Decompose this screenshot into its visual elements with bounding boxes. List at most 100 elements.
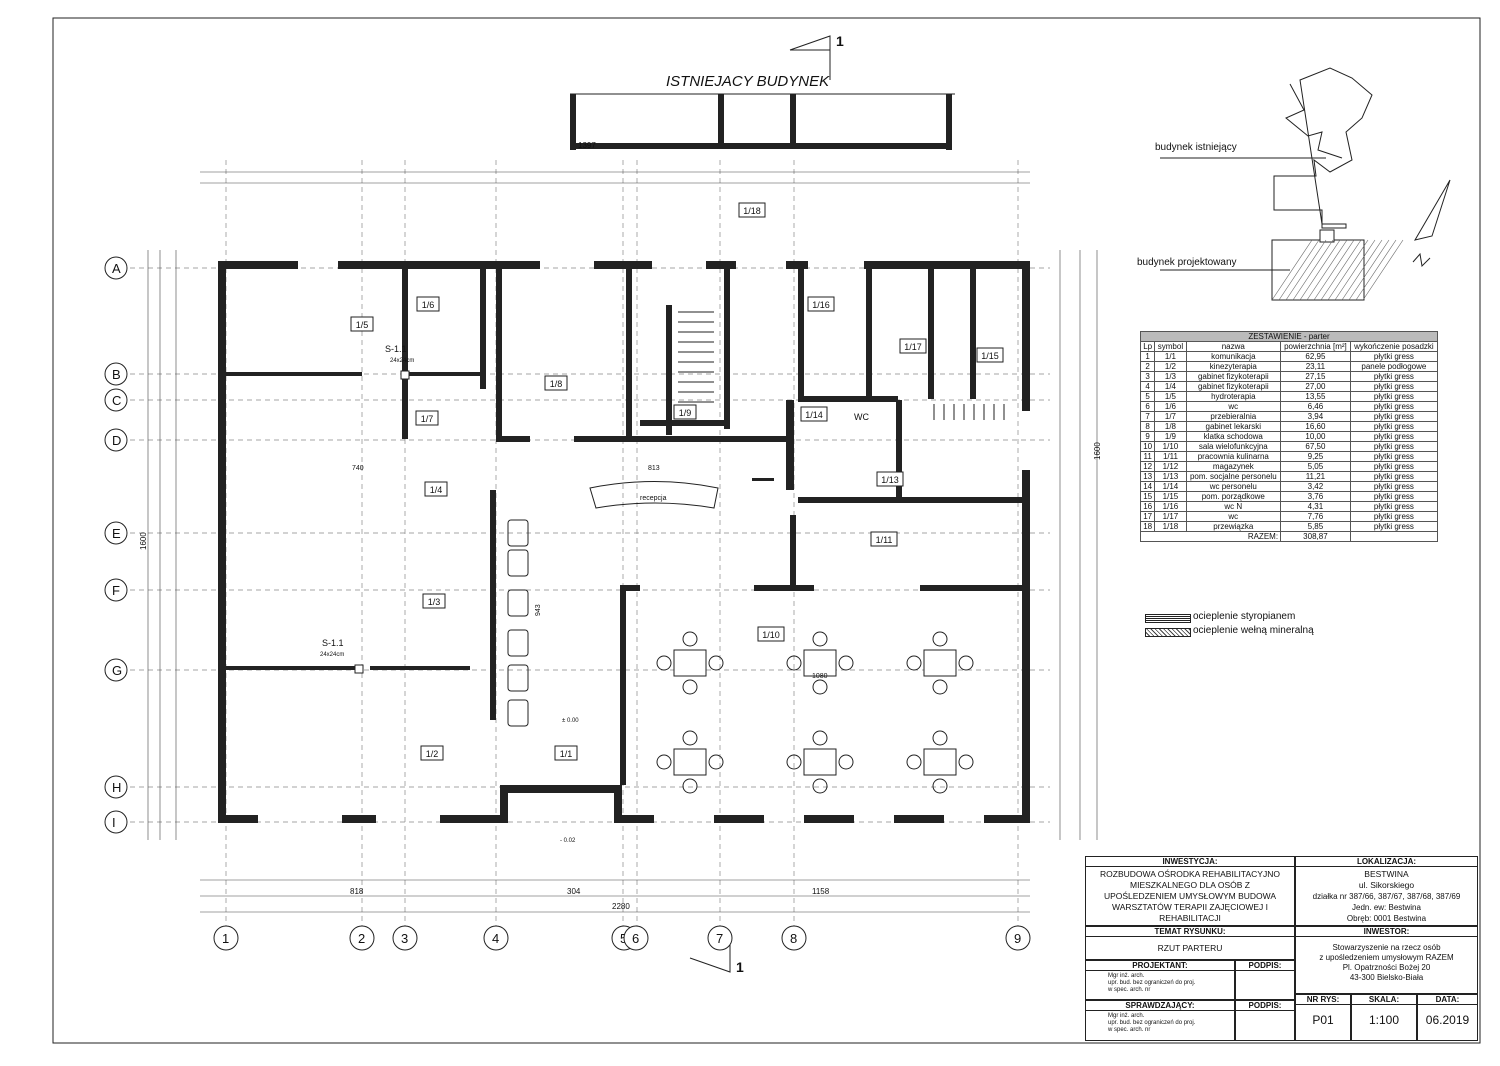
schedule-cell: płytki gress (1349, 481, 1439, 492)
axis-row-bubble (104, 388, 128, 412)
schedule-cell: 14 (1139, 481, 1156, 492)
schedule-cell: 1/12 (1154, 461, 1187, 472)
schedule-cell: 1/15 (1154, 491, 1187, 502)
waiting-seat (507, 549, 529, 577)
grid-lines (130, 160, 1050, 930)
schedule-cell: gabinet lekarski (1185, 421, 1282, 432)
svg-text:1158: 1158 (812, 887, 830, 896)
schedule-cell: 1/10 (1154, 441, 1187, 452)
room-tag: 1/2 (426, 749, 439, 759)
schedule-cell: 5,85 (1280, 521, 1351, 532)
schedule-cell: 8 (1139, 421, 1156, 432)
hall-table (673, 748, 707, 776)
svg-text:1600: 1600 (139, 532, 148, 550)
schedule-cell: 9 (1139, 431, 1156, 442)
axis-col-bubble (392, 925, 418, 951)
staircase (678, 311, 1005, 420)
reception-desk: recepcja (589, 481, 719, 509)
schedule-cell: płytki gress (1349, 461, 1439, 472)
hatch-line (1348, 239, 1390, 301)
key-plan: budynek istniejący budynek projektowany (1137, 67, 1451, 301)
level-mark-entry: - 0.02 (560, 838, 576, 844)
hatch-line (1362, 239, 1404, 301)
schedule-cell: 7 (1139, 411, 1156, 422)
hall-chair (656, 754, 672, 770)
svg-text:813: 813 (648, 465, 660, 472)
axis-row-label: D (112, 433, 121, 448)
schedule-cell: 18 (1139, 521, 1156, 532)
hatch-line (1334, 239, 1376, 301)
schedule-total-row: RAZEM:308,87 (1139, 531, 1439, 542)
designer-signature-cell: PODPIS: (1235, 960, 1295, 1000)
room-tag: 1/16 (812, 300, 830, 310)
schedule-cell: 4,31 (1280, 501, 1351, 512)
schedule-cell: 5,05 (1280, 461, 1351, 472)
north-arrow-icon (1413, 179, 1451, 241)
room-tag: 1/11 (876, 535, 893, 545)
hall-chair (682, 679, 698, 695)
hatch-line (1292, 239, 1334, 301)
waiting-seat (507, 519, 529, 547)
schedule-cell: 1/13 (1154, 471, 1187, 482)
room-tag: 1/15 (981, 351, 999, 361)
schedule-cell: 16 (1139, 501, 1156, 512)
hatch-line (1278, 239, 1320, 301)
room-tag: 1/13 (881, 475, 899, 485)
hatch-line (1306, 239, 1348, 301)
schedule-cell: 5 (1139, 391, 1156, 402)
room-tag-box (738, 202, 766, 218)
designer-cell: PROJEKTANT: Mgr inż. arch. upr. bud. bez… (1085, 960, 1235, 1000)
hall-chair (812, 730, 828, 746)
schedule-cell: panele podłogowe (1349, 361, 1439, 372)
drawing-title: ISTNIEJACY BUDYNEK (666, 73, 830, 90)
schedule-cell: komunikacja (1185, 351, 1282, 362)
schedule-cell: 1/9 (1154, 431, 1187, 442)
schedule-cell: 1/8 (1154, 421, 1187, 432)
hall-chair (838, 754, 854, 770)
axis-col-label: 3 (401, 931, 408, 946)
room-tag: 1/3 (428, 597, 441, 607)
key-plan-designed-label: budynek projektowany (1137, 257, 1237, 268)
corridor-seating (507, 519, 529, 727)
hall-table (803, 649, 837, 677)
schedule-cell: płytki gress (1349, 501, 1439, 512)
schedule-cell: magazynek (1185, 461, 1282, 472)
reception-label: recepcja (640, 495, 667, 502)
room-tag-box (424, 481, 448, 497)
schedule-cell: 67,50 (1280, 441, 1351, 452)
axis-row-bubble (104, 521, 128, 545)
mineral-wool-label: ocieplenie wełną mineralną (1193, 625, 1314, 636)
axis-row-label: B (112, 367, 121, 382)
schedule-header-4: wykończenie posadzki (1349, 341, 1439, 352)
axis-col-bubble (707, 925, 733, 951)
schedule-cell: płytki gress (1349, 471, 1439, 482)
styrofoam-swatch (1145, 614, 1191, 623)
schedule-cell: 3 (1139, 371, 1156, 382)
room-tag-box (807, 296, 835, 312)
schedule-cell: kinezyterapia (1185, 361, 1282, 372)
schedule-cell: 2 (1139, 361, 1156, 372)
schedule-cell: płytki gress (1349, 521, 1439, 532)
hall-chair (682, 778, 698, 794)
schedule-cell: płytki gress (1349, 431, 1439, 442)
schedule-header-2: nazwa (1185, 341, 1282, 352)
schedule-cell: płytki gress (1349, 351, 1439, 362)
hall-chair (932, 631, 948, 647)
svg-text:S-1.1: S-1.1 (322, 638, 344, 648)
svg-text:S-1.1: S-1.1 (385, 344, 407, 354)
hall-chair (932, 778, 948, 794)
room-tag-box (416, 296, 440, 312)
schedule-cell: 3,94 (1280, 411, 1351, 422)
schedule-cell: wc N (1185, 501, 1282, 512)
checker-cell: SPRAWDZAJĄCY: Mgr inż. arch. upr. bud. b… (1085, 1000, 1235, 1041)
room-tag-box (870, 531, 898, 547)
hall-chair (932, 679, 948, 695)
axis-col-bubble (213, 925, 239, 951)
axis-row-label: C (112, 393, 121, 408)
schedule-cell: wc (1185, 511, 1282, 522)
schedule-cell: 23,11 (1280, 361, 1351, 372)
